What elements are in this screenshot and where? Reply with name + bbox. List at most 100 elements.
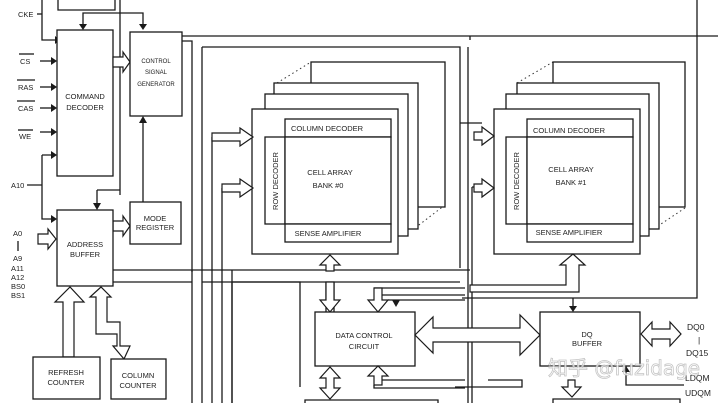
bank1-col-line <box>471 186 482 403</box>
mode-register-label: MODE <box>144 214 167 223</box>
ras-input: RAS <box>17 79 57 92</box>
arrowhead-icon <box>622 366 630 372</box>
arrowhead-icon <box>392 300 400 307</box>
command-decoder-label: COMMAND <box>65 92 105 101</box>
bank0-col-line <box>221 187 240 403</box>
bus-arrow-icon <box>318 366 342 400</box>
arrowhead-icon <box>139 24 147 30</box>
command-decoder-block <box>56 29 114 177</box>
bus-arrow-icon <box>560 379 583 398</box>
signal-a12: A12 <box>11 273 24 282</box>
arrowhead-icon <box>51 215 57 223</box>
signal-dq-range: | <box>698 335 700 345</box>
column-decoder-label: COLUMN DECODER <box>291 124 364 133</box>
dq-buffer-label: DQ <box>581 330 592 339</box>
control-signal-generator-block <box>129 31 183 117</box>
row-decoder-label: ROW DECODER <box>512 151 521 210</box>
arrowhead-icon <box>51 128 57 136</box>
signal-ldqm: LDQM <box>685 373 710 383</box>
column-counter-block <box>110 358 167 400</box>
clock-feed-line <box>82 12 144 25</box>
command-decoder-label: DECODER <box>66 103 104 112</box>
sense-amplifier <box>284 223 392 243</box>
data-control-label: CIRCUIT <box>349 342 380 351</box>
bus-arrow-icon <box>112 214 131 238</box>
signal-a10: A10 <box>11 181 24 190</box>
top-block-stub <box>57 0 116 11</box>
signal-ras: RAS <box>18 83 33 92</box>
signal-we: WE <box>19 132 31 141</box>
cell-array-label: BANK #1 <box>556 178 587 187</box>
bus-arrow-icon <box>473 177 495 199</box>
dqm-to-dcc-line <box>455 379 523 388</box>
cell-array-label: CELL ARRAY <box>307 168 352 177</box>
bank0: COLUMN DECODER ROW DECODER CELL ARRAY BA… <box>251 61 446 255</box>
control-bus-lines <box>201 46 461 403</box>
cell-array <box>284 136 392 225</box>
bus-arrow-icon <box>53 286 86 358</box>
signal-dq0: DQ0 <box>687 322 705 332</box>
bank1: COLUMN DECODER ROW DECODER CELL ARRAY BA… <box>493 61 686 255</box>
lower-block-stub <box>304 399 439 403</box>
signal-bs0: BS0 <box>11 282 25 291</box>
address-bus <box>231 281 301 403</box>
signal-dq15: DQ15 <box>686 348 708 358</box>
arrowhead-icon <box>139 116 147 123</box>
we-input: WE <box>18 128 57 141</box>
signal-bs1: BS1 <box>11 291 25 300</box>
bus-arrow-icon <box>37 227 57 251</box>
data-control-label: DATA CONTROL <box>335 331 392 340</box>
cas-input: CAS <box>17 100 57 113</box>
signal-cas: CAS <box>18 104 33 113</box>
cke-line <box>41 0 55 41</box>
signal-a0: A0 <box>13 229 22 238</box>
sense-amplifier-label: SENSE AMPLIFIER <box>295 229 362 238</box>
arrowhead-icon <box>569 306 577 312</box>
row-decoder-label: ROW DECODER <box>271 151 280 210</box>
data-control-lines <box>374 287 465 301</box>
arrowhead-icon <box>93 203 101 210</box>
arrowhead-icon <box>51 57 57 65</box>
cs-input: CS <box>19 53 57 66</box>
arrowhead-icon <box>51 104 57 112</box>
dqm-bus <box>373 379 465 389</box>
bus-arrow-icon <box>366 287 390 313</box>
csg-label: SIGNAL <box>145 70 168 76</box>
arrowhead-icon <box>51 83 57 91</box>
signal-a11: A11 <box>11 264 24 273</box>
bus-arrow-icon <box>318 254 342 272</box>
address-buffer-label: BUFFER <box>70 250 101 259</box>
address-bus <box>113 269 470 283</box>
column-counter-label: COLUMN <box>122 371 155 380</box>
lower-block-stub <box>552 398 681 403</box>
control-bus-lines <box>467 36 471 403</box>
address-buffer-label: ADDRESS <box>67 240 103 249</box>
address-buffer-block <box>56 209 114 287</box>
data-control-circuit-block <box>314 311 416 367</box>
sense-amplifier-label: SENSE AMPLIFIER <box>536 228 603 237</box>
mode-register-label: REGISTER <box>136 223 175 232</box>
bus-arrow-icon <box>469 253 587 293</box>
refresh-counter-label: COUNTER <box>47 378 85 387</box>
arrowhead-icon <box>79 24 87 30</box>
csg-label: CONTROL <box>141 59 171 65</box>
column-counter-label: COUNTER <box>119 381 157 390</box>
watermark: 知乎 @fuzidage <box>548 356 700 380</box>
a10-line <box>27 154 52 220</box>
signal-a9: A9 <box>13 254 22 263</box>
dq-buffer-label: BUFFER <box>572 339 603 348</box>
signal-cke: CKE <box>18 10 33 19</box>
bus-arrow-icon <box>640 320 682 348</box>
bus-arrow-icon <box>473 125 495 147</box>
dqm-line <box>625 366 684 386</box>
refresh-counter-label: REFRESH <box>48 368 84 377</box>
bus-arrow-icon <box>318 281 342 313</box>
bus-arrow-icon <box>211 126 255 148</box>
csg-label: GENERATOR <box>137 82 175 88</box>
signal-cs: CS <box>20 57 30 66</box>
bus-arrow-icon <box>221 177 255 199</box>
cell-array-label: CELL ARRAY <box>548 165 593 174</box>
bank1-row-line <box>459 122 482 268</box>
bus-arrow-icon <box>414 313 541 357</box>
